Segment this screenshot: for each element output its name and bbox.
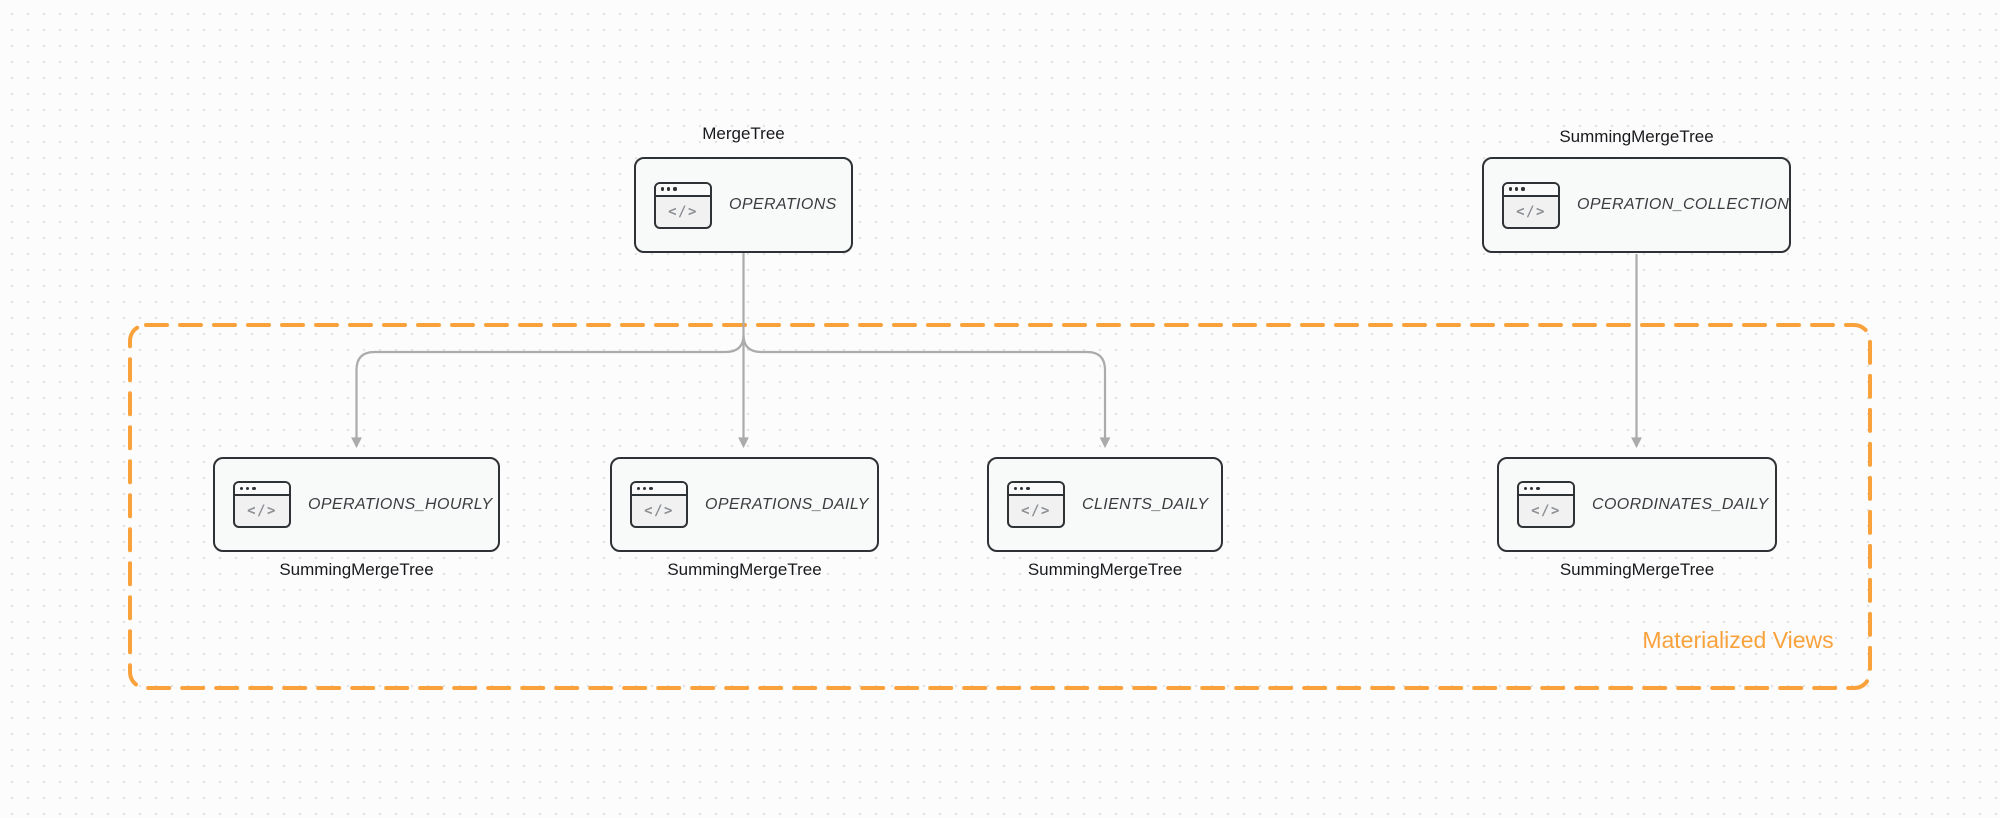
code-window-icon: </> [1007, 481, 1065, 528]
node-operation-collection[interactable]: </> OPERATION_COLLECTION [1482, 157, 1791, 253]
edge-operations-to-operations-hourly [351, 334, 745, 449]
code-window-icon: </> [1502, 181, 1560, 229]
node-label: OPERATIONS_DAILY [705, 495, 869, 513]
engine-label-clients-daily: SummingMergeTree [1027, 560, 1183, 579]
engine-label-operations: MergeTree [702, 124, 785, 143]
window-dots [235, 483, 289, 496]
materialized-views-group-box [128, 323, 1872, 690]
code-window-icon: </> [654, 181, 712, 229]
window-dots [1009, 483, 1063, 496]
node-label: COORDINATES_DAILY [1592, 495, 1769, 513]
node-coordinates-daily[interactable]: </> COORDINATES_DAILY [1497, 457, 1777, 552]
node-label: OPERATIONS [729, 196, 837, 213]
window-dots [1519, 483, 1573, 496]
node-clients-daily[interactable]: </> CLIENTS_DAILY [987, 457, 1223, 552]
node-label: CLIENTS_DAILY [1082, 495, 1209, 513]
code-glyph: </> [1531, 503, 1561, 519]
code-glyph: </> [1516, 203, 1546, 220]
engine-label-operation-collection: SummingMergeTree [1559, 127, 1714, 146]
window-dots [656, 183, 710, 197]
code-glyph: </> [247, 503, 277, 519]
window-dots [1504, 183, 1558, 197]
node-label: OPERATION_COLLECTION [1577, 196, 1790, 213]
window-dots [632, 483, 686, 496]
node-label: OPERATIONS_HOURLY [308, 495, 493, 513]
edge-operations-to-clients-daily [742, 334, 1111, 449]
code-glyph: </> [644, 503, 674, 519]
node-operations[interactable]: </> OPERATIONS [634, 157, 853, 253]
code-glyph: </> [1021, 503, 1051, 519]
engine-label-coordinates-daily: SummingMergeTree [1559, 560, 1715, 579]
code-window-icon: </> [233, 481, 291, 528]
code-window-icon: </> [1517, 481, 1575, 528]
engine-label-operations-hourly: SummingMergeTree [279, 560, 434, 579]
node-operations-hourly[interactable]: </> OPERATIONS_HOURLY [213, 457, 500, 552]
node-operations-daily[interactable]: </> OPERATIONS_DAILY [610, 457, 879, 552]
code-glyph: </> [668, 203, 698, 220]
code-window-icon: </> [630, 481, 688, 528]
engine-label-operations-daily: SummingMergeTree [667, 560, 822, 579]
materialized-views-label: Materialized Views [1642, 627, 1834, 653]
